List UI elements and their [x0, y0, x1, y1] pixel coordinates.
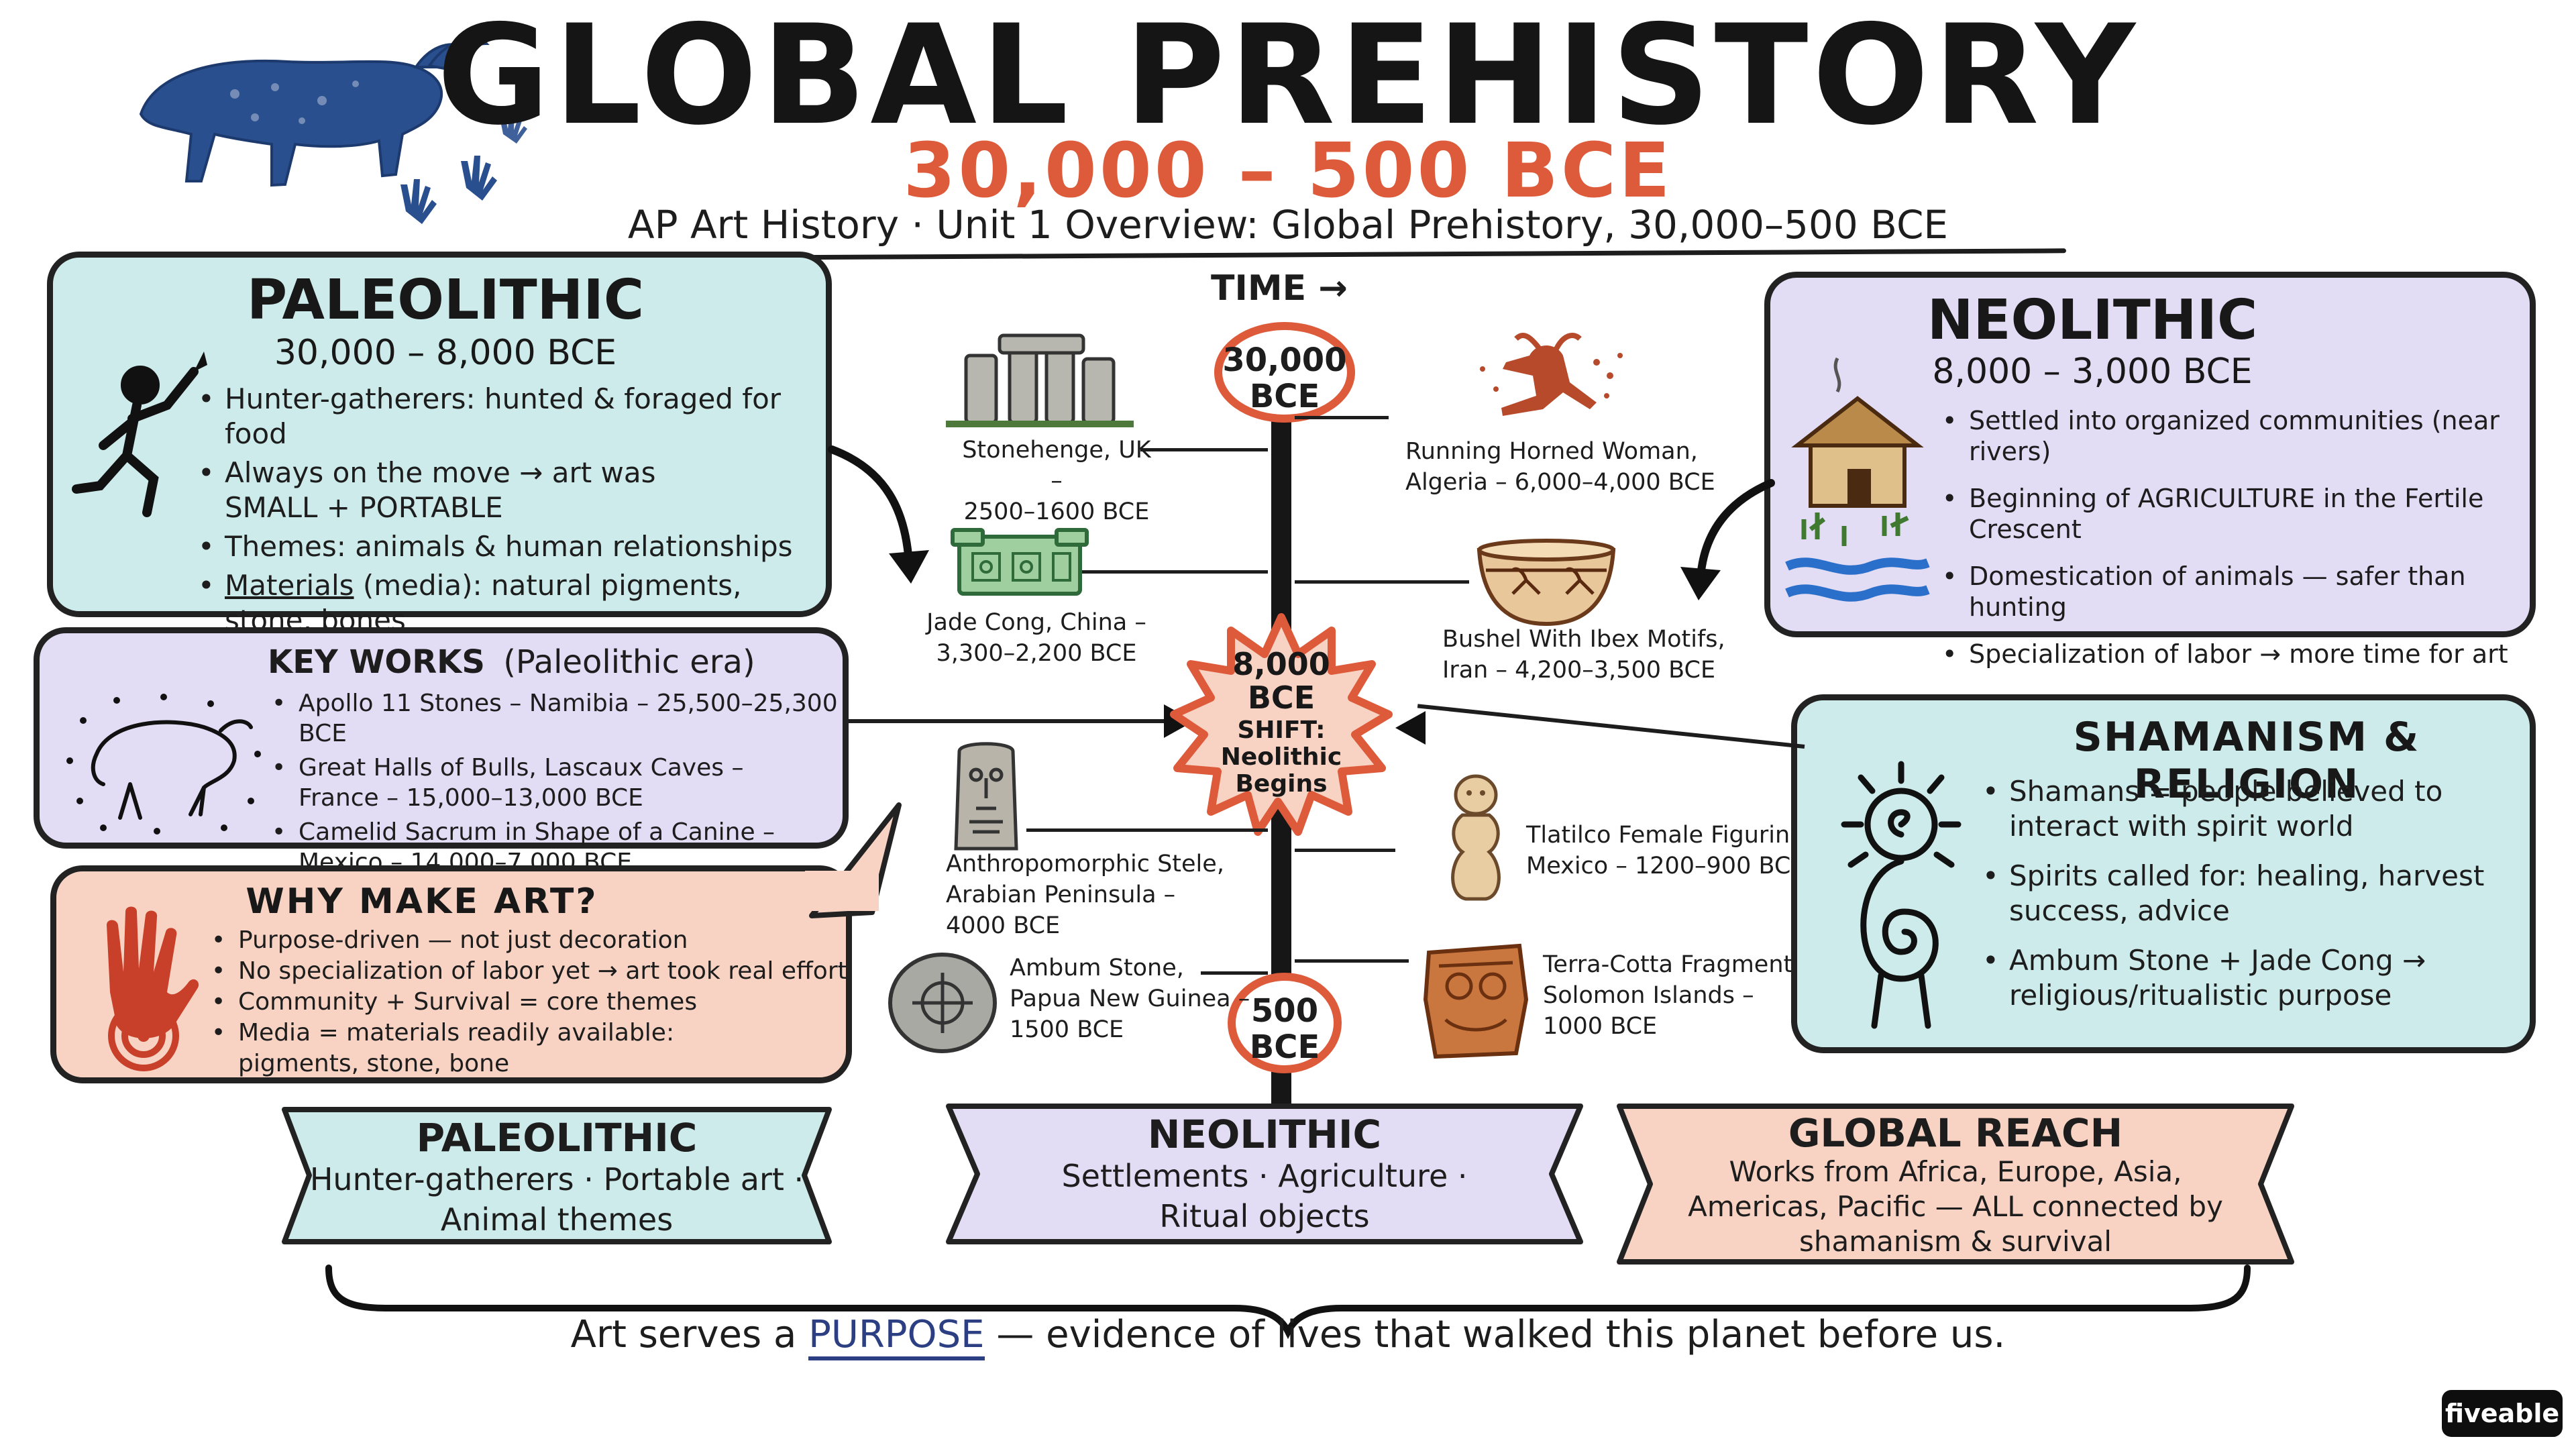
tlatilco-connector — [1295, 849, 1395, 852]
tlatilco-label: Tlatilco Female Figurines,Mexico – 1200–… — [1526, 822, 1825, 879]
jade-cong-connector — [1080, 570, 1268, 574]
key-works-panel: KEY WORKS (Paleolithic era) Apollo 11 St… — [34, 627, 849, 876]
neo-bullet-4: Specialization of labor → more time for … — [1938, 639, 2535, 669]
neolithic-banner: NEOLITHIC Settlements · Agriculture · Ri… — [946, 1104, 1583, 1244]
shamanism-panel: SHAMANISM & RELIGION Shamans = people be… — [1791, 694, 2536, 1053]
neo-curved-arrow — [1680, 479, 1775, 600]
neo-bullet-3: Domestication of animals — safer than hu… — [1938, 561, 2535, 623]
paleolithic-banner: PALEOLITHIC Hunter-gatherers · Portable … — [282, 1107, 832, 1244]
key-works-arrow-line — [849, 719, 1171, 723]
paleo-banner-outline — [282, 1107, 832, 1244]
why-art-1: Purpose-driven — not just decoration — [207, 925, 851, 956]
timeline-start-marker: 30,000 BCE — [1214, 322, 1355, 423]
terracotta-label: Terra-Cotta Fragment,Solomon Islands –10… — [1543, 951, 1801, 1040]
why-art-3: Community + Survival = core themes — [207, 987, 851, 1018]
summary-statement: Art serves a PURPOSE — evidence of lives… — [0, 1311, 2576, 1360]
neo-bullet-2: Beginning of AGRICULTURE in the Fertile … — [1938, 483, 2535, 545]
hunter-figure-icon — [66, 345, 214, 533]
why-make-art-title: WHY MAKE ART? — [246, 881, 598, 922]
horned-woman-label: Running Horned Woman,Algeria – 6,000–4,0… — [1405, 438, 1715, 496]
terracotta-connector — [1295, 959, 1409, 963]
global-banner-title: GLOBAL REACH — [1788, 1110, 2123, 1156]
stele-connector — [1026, 828, 1268, 832]
spiral-shaman-icon — [1824, 751, 1978, 1032]
paleo-bullet-3: Themes: animals & human relationships — [194, 529, 831, 564]
shamanism-arrow-head — [1395, 711, 1426, 745]
stele-label: Anthropomorphic Stele,Arabian Peninsula … — [946, 851, 1224, 939]
stonehenge-icon — [946, 329, 1134, 429]
ambum-stone-label: Ambum Stone,Papua New Guinea –1500 BCE — [1010, 955, 1250, 1043]
global-banner-outline — [1617, 1104, 2294, 1265]
neolithic-bullets: Settled into organized communities (near… — [1938, 405, 2535, 669]
ambum-stone-icon — [885, 946, 1000, 1060]
paleolithic-panel: PALEOLITHIC 30,000 – 8,000 BCE Hunter-ga… — [47, 252, 832, 637]
sham-bullet-2: Spirits called for: healing, harvestsucc… — [1978, 859, 2528, 928]
shamanism-arrow-line — [1417, 704, 1805, 749]
paleolithic-title: PALEOLITHIC — [246, 268, 645, 332]
subtitle-underline — [603, 248, 2067, 261]
bison-icon — [56, 680, 278, 841]
shift-label: SHIFT: — [1237, 716, 1326, 744]
summary-brace — [325, 1265, 2251, 1340]
bull-cave-painting-icon — [101, 20, 527, 224]
page-subtitle: AP Art History · Unit 1 Overview: Global… — [627, 202, 1949, 248]
paleo-banner-title: PALEOLITHIC — [416, 1115, 698, 1161]
key-works-list: Apollo 11 Stones – Namibia – 25,500–25,3… — [268, 688, 845, 877]
key-works-title: KEY WORKS — [268, 643, 485, 681]
settlement-hut-icon — [1784, 345, 1931, 613]
bushel-connector — [1295, 580, 1469, 584]
paleolithic-bullets: Hunter-gatherers: hunted & foraged for f… — [194, 382, 831, 638]
paleo-bullet-4: Materials (media): natural pigments,ston… — [194, 568, 831, 638]
page-title: GLOBAL PREHISTORY — [437, 0, 2139, 156]
shift-year: 8,000 — [1232, 646, 1330, 682]
bushel-ibex-icon — [1472, 533, 1620, 627]
stele-icon — [946, 738, 1026, 852]
paleo-curved-arrow — [828, 445, 929, 584]
neolithic-title: NEOLITHIC — [1927, 288, 2258, 352]
neolithic-shift-burst: 8,000 BCE SHIFT: Neolithic Begins — [1170, 613, 1393, 836]
fiveable-logo[interactable]: fiveable — [2442, 1390, 2563, 1437]
key-work-lascaux: Great Halls of Bulls, Lascaux Caves –Fra… — [268, 753, 845, 813]
jade-cong-label: Jade Cong, China –3,300–2,200 BCE — [926, 609, 1146, 667]
purpose-keyword: PURPOSE — [808, 1313, 985, 1360]
page-date-range: 30,000 – 500 BCE — [903, 127, 1673, 215]
timeline-end-marker: 500 BCE — [1228, 973, 1342, 1073]
why-art-2: No specialization of labor yet → art too… — [207, 956, 851, 987]
jade-cong-icon — [951, 527, 1089, 600]
neo-banner-outline — [946, 1104, 1583, 1244]
neolithic-panel: NEOLITHIC 8,000 – 3,000 BCE Settled into… — [1764, 272, 2536, 669]
tlatilco-figurine-icon — [1436, 771, 1516, 906]
key-work-camelid: Camelid Sacrum in Shape of a Canine –Mex… — [268, 817, 845, 877]
horned-woman-icon — [1462, 329, 1637, 429]
neo-bullet-1: Settled into organized communities (near… — [1938, 405, 2535, 467]
stonehenge-label: Stonehenge, UK –2500–1600 BCE — [962, 437, 1151, 525]
why-make-art-panel: WHY MAKE ART? Purpose-driven — not just … — [50, 865, 852, 1083]
paleolithic-dates: 30,000 – 8,000 BCE — [274, 333, 617, 373]
ambum-connector — [1201, 971, 1268, 975]
horned-woman-connector — [1295, 416, 1389, 419]
sham-bullet-3: Ambum Stone + Jade Cong →religious/ritua… — [1978, 943, 2528, 1013]
stonehenge-connector — [1140, 448, 1268, 451]
terracotta-fragment-icon — [1419, 939, 1533, 1060]
bushel-ibex-label: Bushel With Ibex Motifs,Iran – 4,200–3,5… — [1442, 626, 1725, 684]
neolithic-dates: 8,000 – 3,000 BCE — [1932, 352, 2253, 392]
hand-target-icon — [73, 898, 201, 1073]
why-make-art-list: Purpose-driven — not just decoration No … — [207, 925, 851, 1079]
paleo-bullet-1: Hunter-gatherers: hunted & foraged for f… — [194, 382, 831, 451]
why-art-bubble-tail — [805, 802, 902, 918]
why-art-4: Media = materials readily available:pigm… — [207, 1018, 851, 1079]
global-reach-banner: GLOBAL REACH Works from Africa, Europe, … — [1617, 1104, 2294, 1265]
neo-banner-title: NEOLITHIC — [1147, 1112, 1382, 1157]
time-label: TIME → — [1211, 268, 1348, 309]
key-works-note: (Paleolithic era) — [503, 643, 755, 681]
key-work-apollo: Apollo 11 Stones – Namibia – 25,500–25,3… — [268, 688, 845, 749]
